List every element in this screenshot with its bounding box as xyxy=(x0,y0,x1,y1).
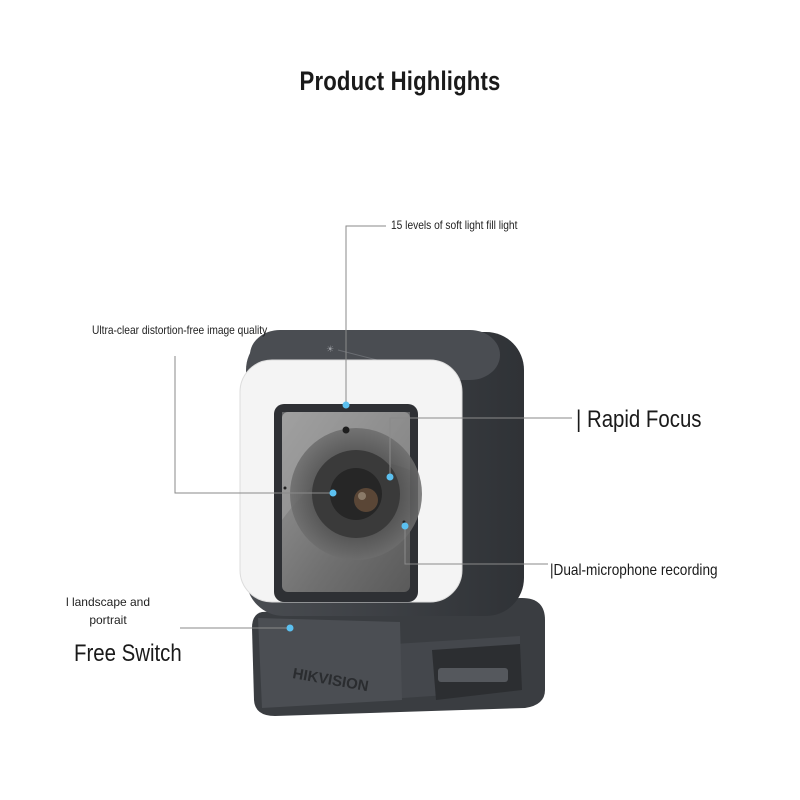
svg-text:☀: ☀ xyxy=(326,344,334,354)
camera-body: ☀ ✳ xyxy=(239,330,524,616)
dual-mic-dot xyxy=(401,522,409,530)
free-switch-dot xyxy=(286,624,294,632)
rapid-focus-dot xyxy=(386,473,394,481)
image-quality-label: Ultra-clear distortion-free image qualit… xyxy=(92,323,268,337)
dual-mic-label: |Dual-microphone recording xyxy=(550,562,718,579)
fill-light-dot xyxy=(342,401,350,409)
page-title: Product Highlights xyxy=(299,66,501,96)
switch-desc-line1: l landscape and xyxy=(65,595,151,609)
switch-desc-line2: portrait xyxy=(89,613,127,627)
fill-light-label: 15 levels of soft light fill light xyxy=(391,218,518,232)
stand-base: HIKVISION xyxy=(252,597,545,716)
image-quality-dot xyxy=(329,489,337,497)
callout-dots xyxy=(286,401,409,632)
rapid-focus-label: | Rapid Focus xyxy=(576,406,702,433)
free-switch-label: Free Switch xyxy=(74,640,182,667)
callout-lines xyxy=(174,225,572,629)
